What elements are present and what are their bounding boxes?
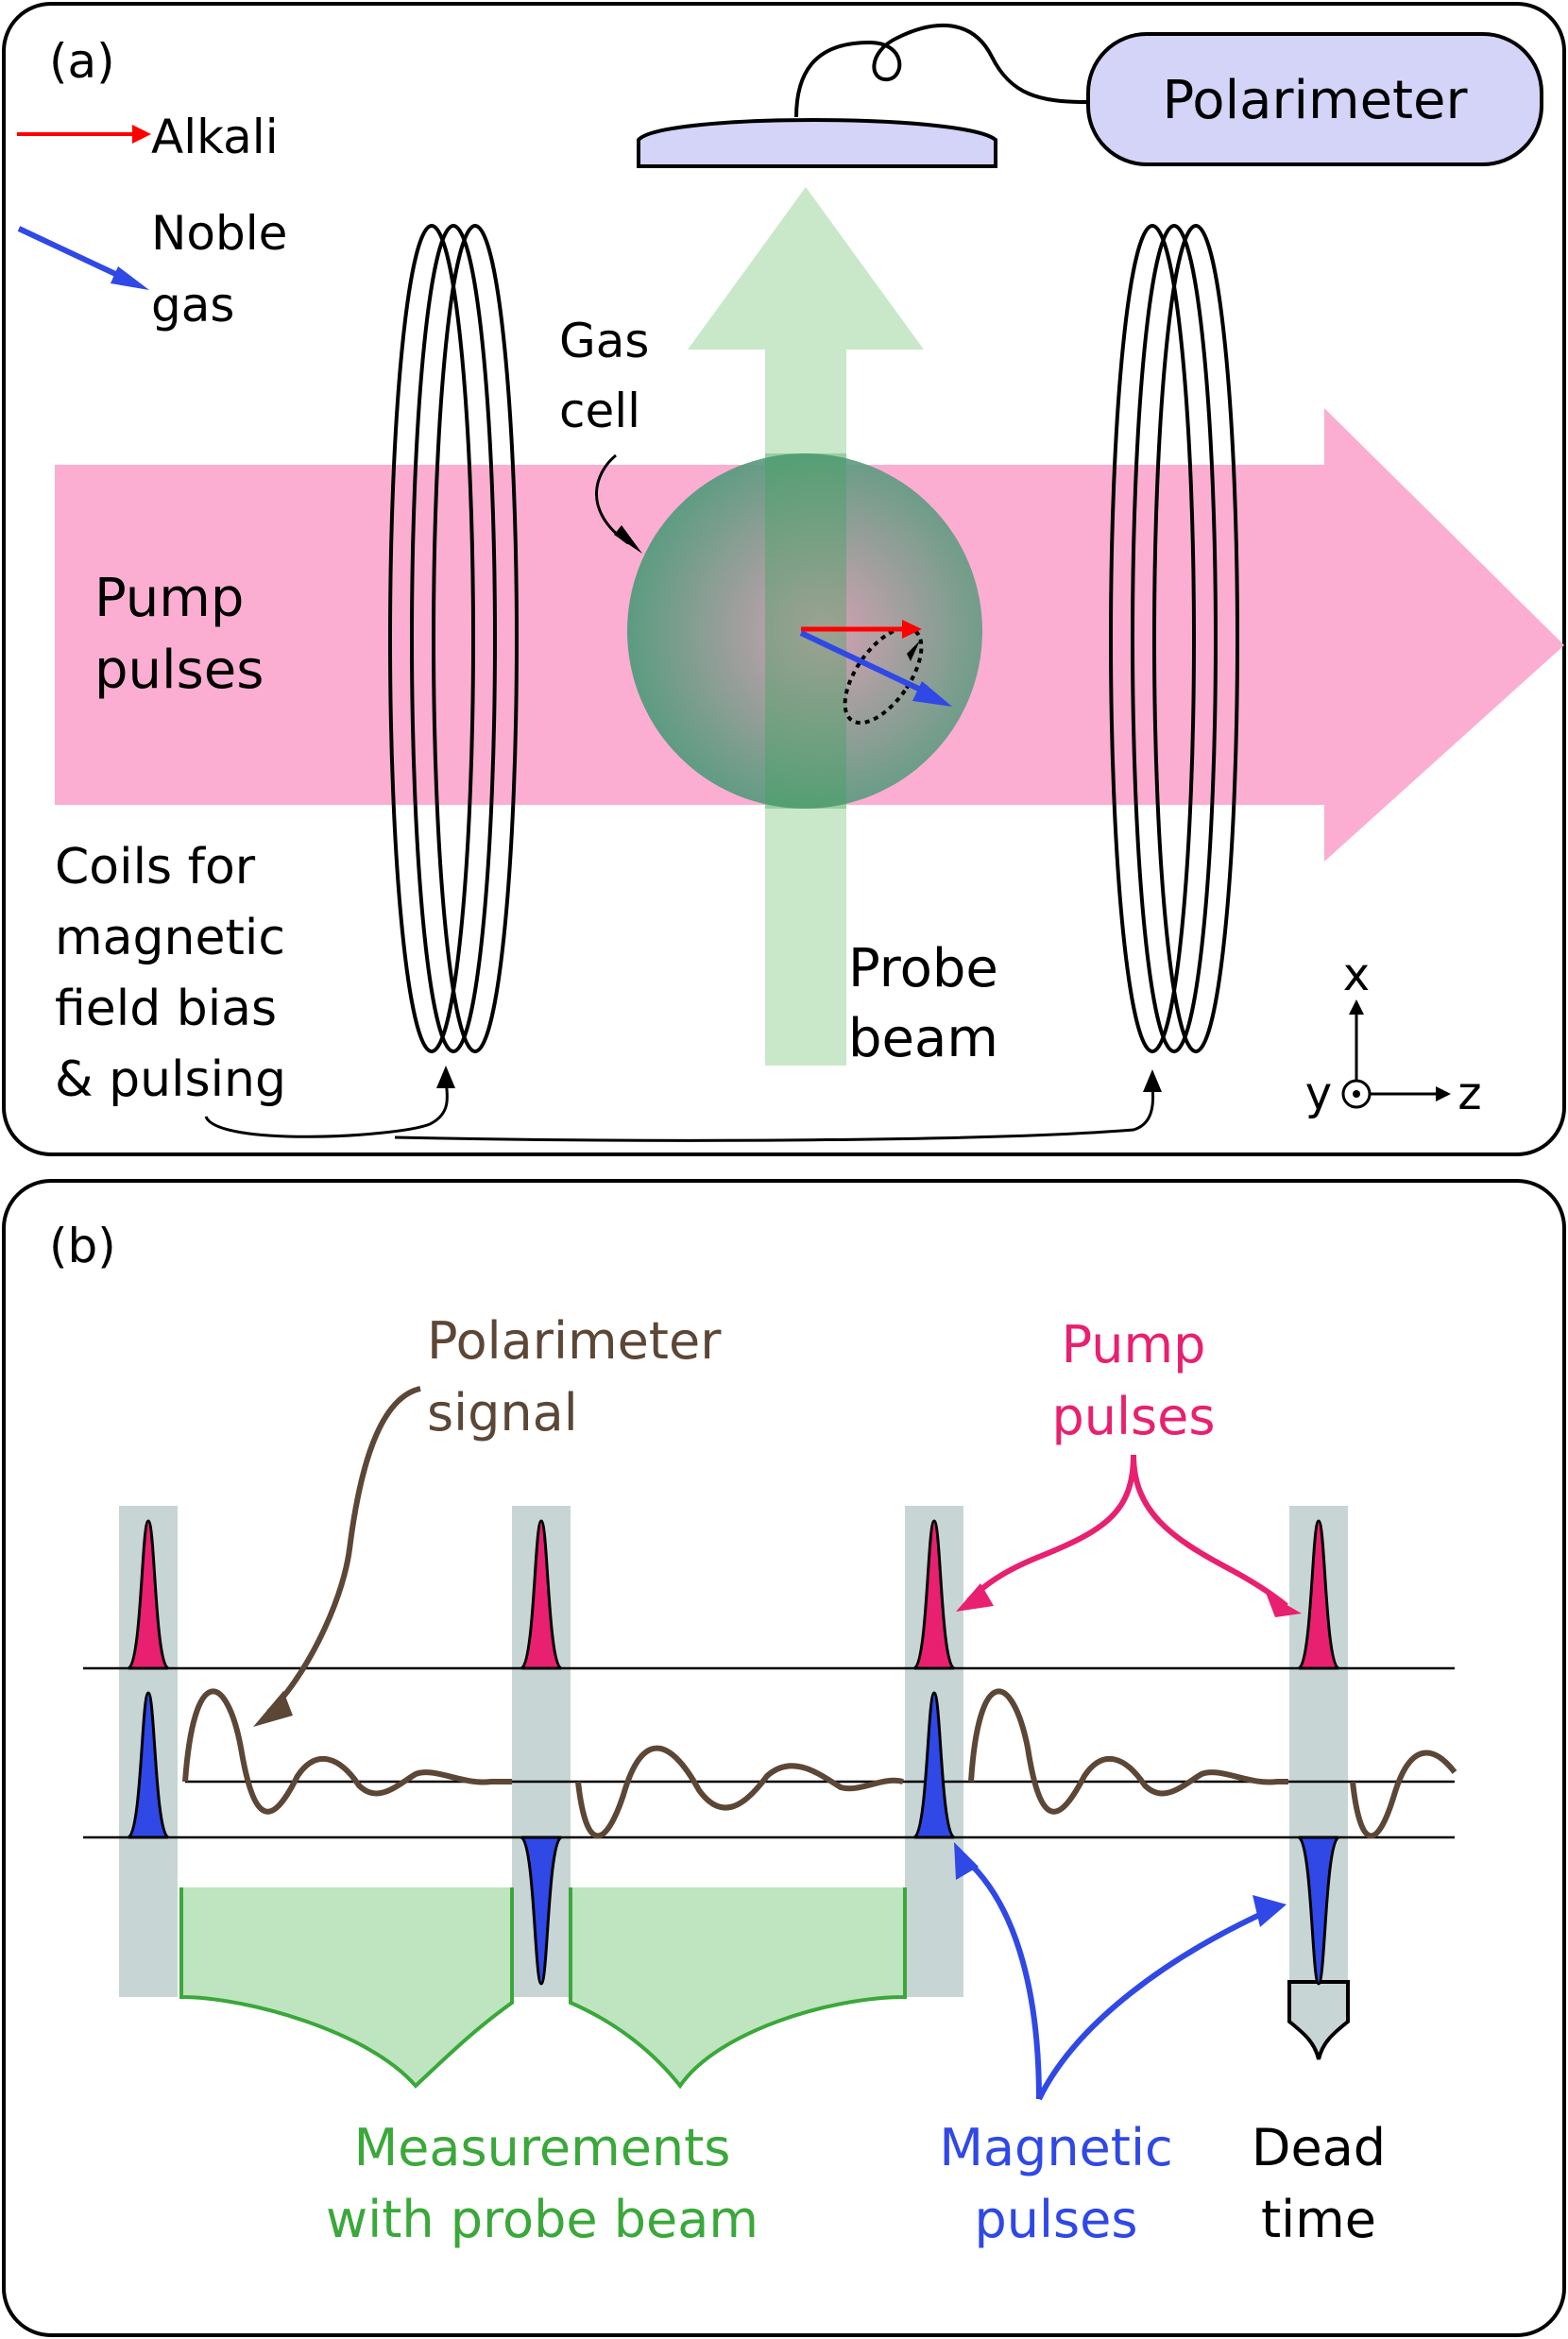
polarimeter-signal-trace-2	[575, 1745, 904, 1839]
alkali-spin-arrowhead	[902, 620, 922, 639]
polarimeter-signal-pointer-head	[253, 1691, 293, 1727]
noble-gas-legend-label-1: Noble	[151, 206, 287, 261]
pump-pulse-3	[912, 1519, 956, 1670]
alkali-legend-arrowhead	[132, 125, 151, 144]
precession-direction-icon	[907, 640, 920, 661]
dead-time-label-2: time	[1261, 2190, 1376, 2249]
gas-cell-pointer	[595, 453, 629, 545]
dead-time-label-1: Dead	[1252, 2118, 1386, 2177]
polarimeter-label: Polarimeter	[1163, 70, 1469, 131]
panel-b-label: (b)	[49, 1219, 116, 1273]
coils-label-2: magnetic	[55, 910, 285, 966]
noble-gas-legend-label-2: gas	[151, 278, 234, 333]
magnetic-pulses-label-1: Magnetic	[939, 2118, 1172, 2177]
y-axis-label: y	[1305, 1067, 1332, 1120]
measurement-window-1-outline	[179, 1887, 514, 2089]
magnetic-pulses-pointer-head-left	[954, 1842, 979, 1880]
dead-time-bracket	[1287, 1980, 1350, 2060]
alkali-legend-label: Alkali	[151, 110, 279, 164]
detector-cable	[794, 23, 1087, 118]
panel-b: (b) Polarimeter signal	[2, 1179, 1566, 2337]
magnetic-pulse-4	[1297, 1835, 1340, 1986]
pump-label-1: Pump	[94, 568, 244, 629]
pump-pulses-pointer-head-left	[956, 1583, 994, 1612]
pump-label-2: pulses	[94, 640, 264, 701]
coil-connector	[204, 1081, 449, 1138]
y-axis-dot	[1353, 1090, 1360, 1098]
pump-pulse-2	[520, 1519, 563, 1670]
magnetic-pulses-pointer-head-right	[1253, 1895, 1287, 1927]
polarimeter-signal-trace-1	[182, 1688, 512, 1815]
pump-pulse-1	[127, 1519, 170, 1670]
magnetic-pulse-2	[520, 1835, 563, 1986]
noble-gas-spin-arrowhead	[912, 681, 952, 707]
gas-cell-label-2: cell	[559, 384, 640, 438]
noble-gas-legend-arrowhead	[111, 266, 149, 290]
pump-pulses-pointer-head-right	[1266, 1593, 1302, 1617]
z-axis-arrowhead	[1436, 1086, 1451, 1101]
measurement-window-2-outline	[569, 1887, 907, 2090]
magnetic-pulses-pointer	[963, 1856, 1268, 2101]
x-axis-arrowhead	[1349, 999, 1364, 1015]
magnetic-pulse-3	[912, 1691, 956, 1839]
coil-connector-head-right	[1143, 1069, 1162, 1092]
z-axis-label: z	[1457, 1067, 1481, 1120]
coil-connector-right	[394, 1085, 1155, 1142]
magnetic-pulses-label-2: pulses	[975, 2190, 1138, 2249]
panel-a: (a) Alkali Noble gas Gas cell Pump pulse…	[2, 2, 1566, 1156]
polarimeter-signal-trace-4	[1350, 1750, 1457, 1839]
coils-label-4: & pulsing	[55, 1051, 286, 1108]
measurement-window-2	[571, 1887, 905, 2086]
x-axis-label: x	[1343, 948, 1370, 1001]
probe-label-2: beam	[848, 1008, 998, 1069]
polarimeter-box	[1086, 32, 1543, 166]
pump-pulses-pointer	[966, 1454, 1288, 1609]
coil-connector-head-left	[436, 1066, 455, 1088]
pump-pulses-label-2: pulses	[1052, 1387, 1216, 1446]
left-coil	[388, 224, 519, 1053]
measurement-window-1	[181, 1887, 512, 2086]
noble-gas-spin-arrow	[799, 630, 932, 697]
magnetic-pulse-1	[127, 1691, 170, 1839]
right-coil	[1109, 224, 1239, 1053]
pump-pulses-label-1: Pump	[1062, 1315, 1206, 1374]
coils-label-1: Coils for	[55, 839, 256, 896]
polarimeter-signal-pointer	[266, 1386, 421, 1715]
measurements-label-2: with probe beam	[326, 2190, 758, 2249]
polarimeter-signal-label-2: signal	[427, 1383, 578, 1443]
polarimeter-signal-trace-3	[968, 1688, 1288, 1815]
panel-a-label: (a)	[49, 34, 115, 89]
measurements-label-1: Measurements	[354, 2118, 731, 2177]
precession-ellipse	[843, 625, 924, 726]
gas-cell-label-1: Gas	[559, 314, 649, 368]
gas-cell-pointer-head	[614, 525, 642, 554]
coils-label-3: field bias	[55, 981, 277, 1037]
detector-plate	[637, 118, 997, 168]
pump-pulse-4	[1297, 1519, 1340, 1670]
probe-label-1: Probe	[848, 938, 998, 999]
noble-gas-legend-arrow	[17, 226, 129, 282]
polarimeter-signal-label-1: Polarimeter	[427, 1311, 722, 1371]
